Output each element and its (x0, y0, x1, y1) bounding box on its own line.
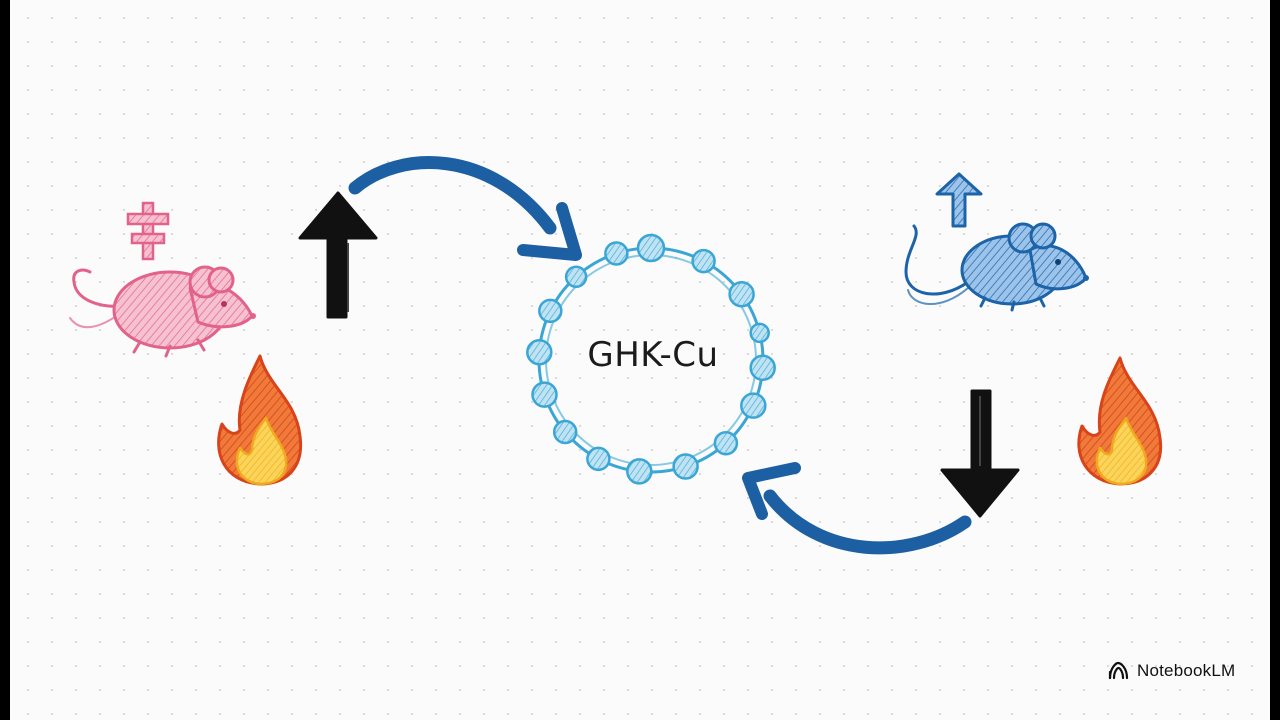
black-down-arrow-icon (940, 389, 1020, 518)
ring-bead (672, 453, 699, 480)
ring-bead (749, 322, 770, 344)
brand-watermark: NotebookLM (1108, 658, 1235, 684)
pink-mouse-icon (69, 265, 256, 358)
ring-bead (538, 298, 563, 324)
notebooklm-logo-icon (1108, 661, 1129, 680)
pink-cross-icon (126, 201, 170, 261)
ring-bead (740, 392, 767, 419)
blue-up-arrow-icon (935, 172, 983, 228)
blue-mouse-icon (904, 222, 1089, 312)
ring-bead (564, 265, 588, 289)
ring-bead (526, 338, 553, 366)
ring-bead (749, 354, 776, 382)
ring-bead (531, 381, 558, 408)
ring-bead (626, 458, 653, 485)
ring-bead (713, 430, 739, 456)
black-up-arrow-icon (298, 191, 378, 319)
ring-bead (586, 446, 611, 472)
diagram-canvas: GHK-Cu NotebookLM (10, 0, 1270, 720)
brand-name: NotebookLM (1137, 661, 1236, 680)
ring-bead (552, 419, 578, 445)
blue-curved-arrow-icon (742, 462, 972, 555)
flame-icon (217, 354, 303, 486)
ring-bead (636, 233, 666, 263)
flame-icon (1077, 356, 1163, 486)
ring-bead (728, 280, 755, 308)
ring-bead (691, 248, 716, 274)
blue-curved-arrow-icon (348, 156, 582, 261)
diagram-svg (69, 156, 1163, 680)
ring-bead (604, 241, 629, 266)
peptide-ring (526, 233, 776, 485)
center-label: GHK-Cu (587, 335, 719, 375)
